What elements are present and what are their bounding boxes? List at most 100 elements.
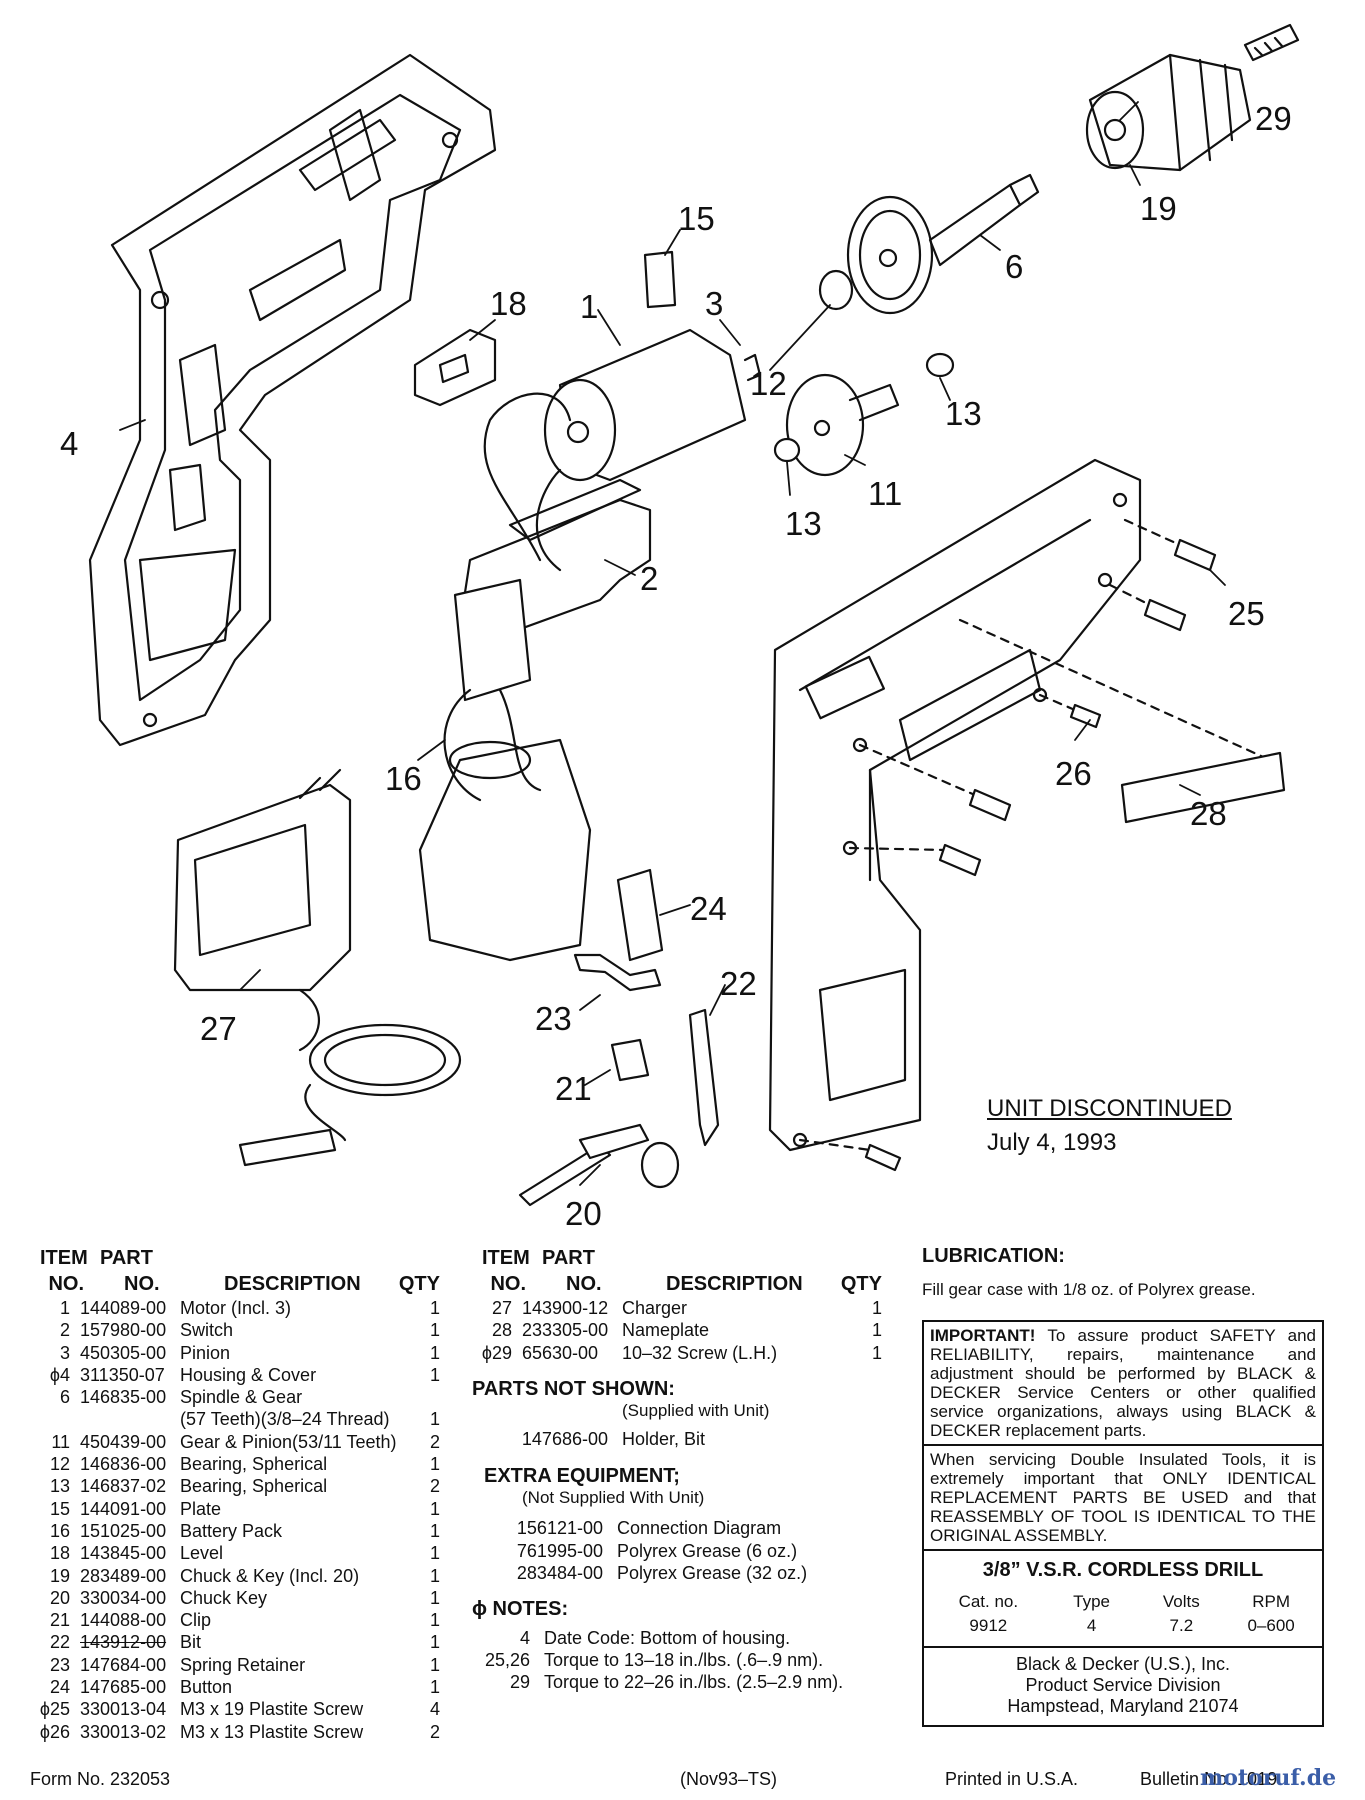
discontinued-title: UNIT DISCONTINUED bbox=[987, 1095, 1232, 1122]
bulletin-number: Bulletin No. 1019 bbox=[1140, 1769, 1278, 1789]
spec-header-cat: Cat. no. bbox=[958, 1592, 1019, 1611]
motor bbox=[543, 328, 762, 482]
callout-11: 11 bbox=[868, 475, 902, 512]
spec-rpm: 0–600 bbox=[1247, 1616, 1295, 1635]
part-qty: 1 bbox=[429, 1587, 440, 1608]
part-number: 330013-04 bbox=[80, 1699, 167, 1720]
callout-3: 3 bbox=[705, 285, 723, 322]
callout-26: 26 bbox=[1055, 755, 1092, 792]
part-number: 761995-00 bbox=[516, 1540, 603, 1561]
part-qty: 4 bbox=[429, 1699, 440, 1720]
callout-4: 4 bbox=[60, 425, 78, 462]
part-qty: 2 bbox=[429, 1721, 440, 1742]
housing-cover bbox=[768, 458, 1142, 1152]
item-number: 13 bbox=[49, 1476, 70, 1497]
header-item: ITEM bbox=[40, 1247, 88, 1269]
charger bbox=[173, 768, 462, 1167]
part-number: 147686-00 bbox=[521, 1429, 608, 1450]
spec-values: 9912 4 7.2 0–600 bbox=[924, 1614, 1322, 1646]
important-notice: IMPORTANT! To assure product SAFETY and … bbox=[924, 1322, 1322, 1444]
callout-15: 15 bbox=[678, 200, 715, 237]
part-qty: 1 bbox=[871, 1298, 882, 1318]
product-title: 3/8” V.S.R. CORDLESS DRILL bbox=[982, 1559, 1264, 1581]
manufacturer-address: Black & Decker (U.S.), Inc. Product Serv… bbox=[924, 1648, 1322, 1725]
extra-equipment-title: EXTRA EQUIPMENT; bbox=[484, 1464, 680, 1487]
part-description: Battery Pack bbox=[180, 1520, 283, 1541]
part-number: 147684-00 bbox=[80, 1654, 167, 1675]
item-number: ϕ29 bbox=[481, 1342, 512, 1363]
part-qty: 1 bbox=[429, 1610, 440, 1631]
screw-29 bbox=[1243, 23, 1300, 62]
chuck-key bbox=[518, 1123, 680, 1207]
lubrication-text: Fill gear case with 1/8 oz. of Polyrex g… bbox=[922, 1280, 1256, 1299]
header-qty: QTY bbox=[398, 1273, 440, 1295]
item-number: 22 bbox=[49, 1632, 70, 1653]
header-part: PART bbox=[100, 1247, 153, 1269]
note-ref: 29 bbox=[509, 1672, 530, 1693]
callout-24: 24 bbox=[690, 890, 727, 927]
spec-cat: 9912 bbox=[969, 1616, 1008, 1635]
part-description: Charger bbox=[622, 1298, 688, 1318]
callout-leaders bbox=[119, 101, 1226, 1186]
part-qty: 1 bbox=[429, 1677, 440, 1698]
discontinued-date: July 4, 1993 bbox=[987, 1129, 1117, 1156]
callout-labels: 29 19 15 6 3 18 1 12 13 4 13 11 2 25 16 … bbox=[60, 100, 1292, 1230]
note-text: Torque to 22–26 in./lbs. (2.5–2.9 nm). bbox=[544, 1672, 844, 1693]
part-number: 144089-00 bbox=[80, 1298, 167, 1318]
item-number: 15 bbox=[49, 1498, 70, 1519]
printed-in: Printed in U.S.A. bbox=[945, 1769, 1079, 1789]
item-number: ϕ4 bbox=[49, 1364, 70, 1385]
part-description: Motor (Incl. 3) bbox=[180, 1298, 292, 1318]
item-number: 28 bbox=[491, 1320, 512, 1341]
header-desc: DESCRIPTION bbox=[666, 1273, 803, 1295]
callout-13: 13 bbox=[945, 395, 982, 432]
part-qty bbox=[410, 1386, 440, 1408]
header-part: PART bbox=[542, 1247, 595, 1269]
gear-and-pinion bbox=[773, 373, 900, 477]
address-line-3: Hampstead, Maryland 21074 bbox=[1007, 1696, 1239, 1716]
part-description: 10–32 Screw (L.H.) bbox=[622, 1342, 778, 1363]
part-number: 156121-00 bbox=[516, 1518, 603, 1539]
item-number: 2 bbox=[59, 1320, 70, 1341]
part-number: 143900-12 bbox=[522, 1298, 609, 1318]
item-number: 3 bbox=[59, 1342, 70, 1363]
table-header-row-1: ITEM PART bbox=[30, 1245, 440, 1271]
part-number: 330034-00 bbox=[80, 1587, 167, 1608]
part-number: 65630-00 bbox=[522, 1342, 599, 1363]
battery-pack bbox=[418, 688, 592, 962]
part-description: Spindle & Gear bbox=[180, 1387, 303, 1408]
callout-23: 23 bbox=[535, 1000, 572, 1037]
table-row: (57 Teeth)(3/8–24 Thread)1 bbox=[30, 1408, 440, 1430]
callout-25: 25 bbox=[1228, 595, 1265, 632]
callout-6: 6 bbox=[1005, 248, 1023, 285]
table-header-row-1: ITEM PART bbox=[472, 1245, 882, 1271]
switch-assembly bbox=[453, 392, 652, 702]
part-description: Holder, Bit bbox=[622, 1429, 706, 1450]
date-code: (Nov93–TS) bbox=[680, 1769, 778, 1789]
parts-not-shown-title: PARTS NOT SHOWN: bbox=[472, 1377, 675, 1400]
note-text: Torque to 13–18 in./lbs. (.6–.9 nm). bbox=[544, 1649, 824, 1670]
part-number: 233305-00 bbox=[522, 1320, 609, 1341]
spec-type: 4 bbox=[1086, 1616, 1097, 1635]
part-description: Chuck Key bbox=[180, 1587, 268, 1608]
important-text: To assure product SAFETY and RELIABILITY… bbox=[930, 1326, 1316, 1440]
part-description: Chuck & Key (Incl. 20) bbox=[180, 1565, 360, 1586]
item-number: 11 bbox=[51, 1431, 70, 1452]
chuck bbox=[1085, 53, 1252, 172]
callout-20: 20 bbox=[565, 1195, 602, 1230]
screws-and-leaders bbox=[798, 518, 1272, 1152]
item-number: 16 bbox=[49, 1520, 70, 1541]
part-number: 146836-00 bbox=[80, 1454, 167, 1475]
part-description: Gear & Pinion(53/11 Teeth) bbox=[180, 1431, 397, 1452]
callout-29: 29 bbox=[1255, 100, 1292, 137]
